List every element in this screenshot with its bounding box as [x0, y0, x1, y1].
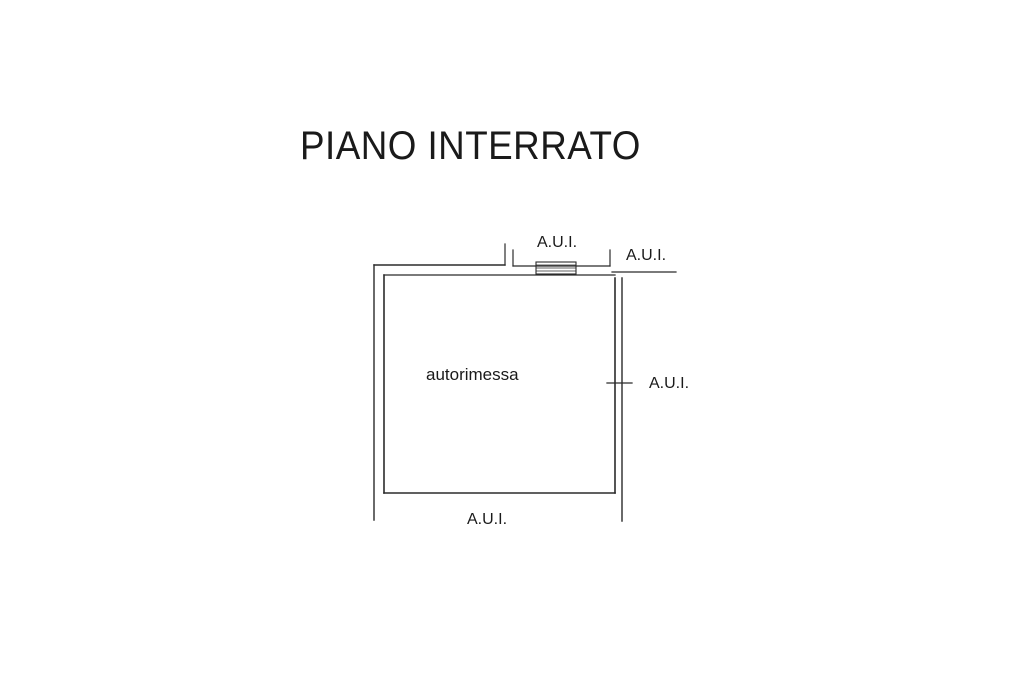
boundary-label-right: A.U.I.: [649, 375, 690, 392]
boundary-label-top-left: A.U.I.: [537, 234, 578, 251]
boundary-label-top-right: A.U.I.: [626, 247, 667, 264]
floor-plan-title: PIANO INTERRATO: [300, 124, 641, 168]
boundary-label-bottom: A.U.I.: [467, 511, 508, 528]
room-label-autorimessa: autorimessa: [426, 365, 519, 384]
